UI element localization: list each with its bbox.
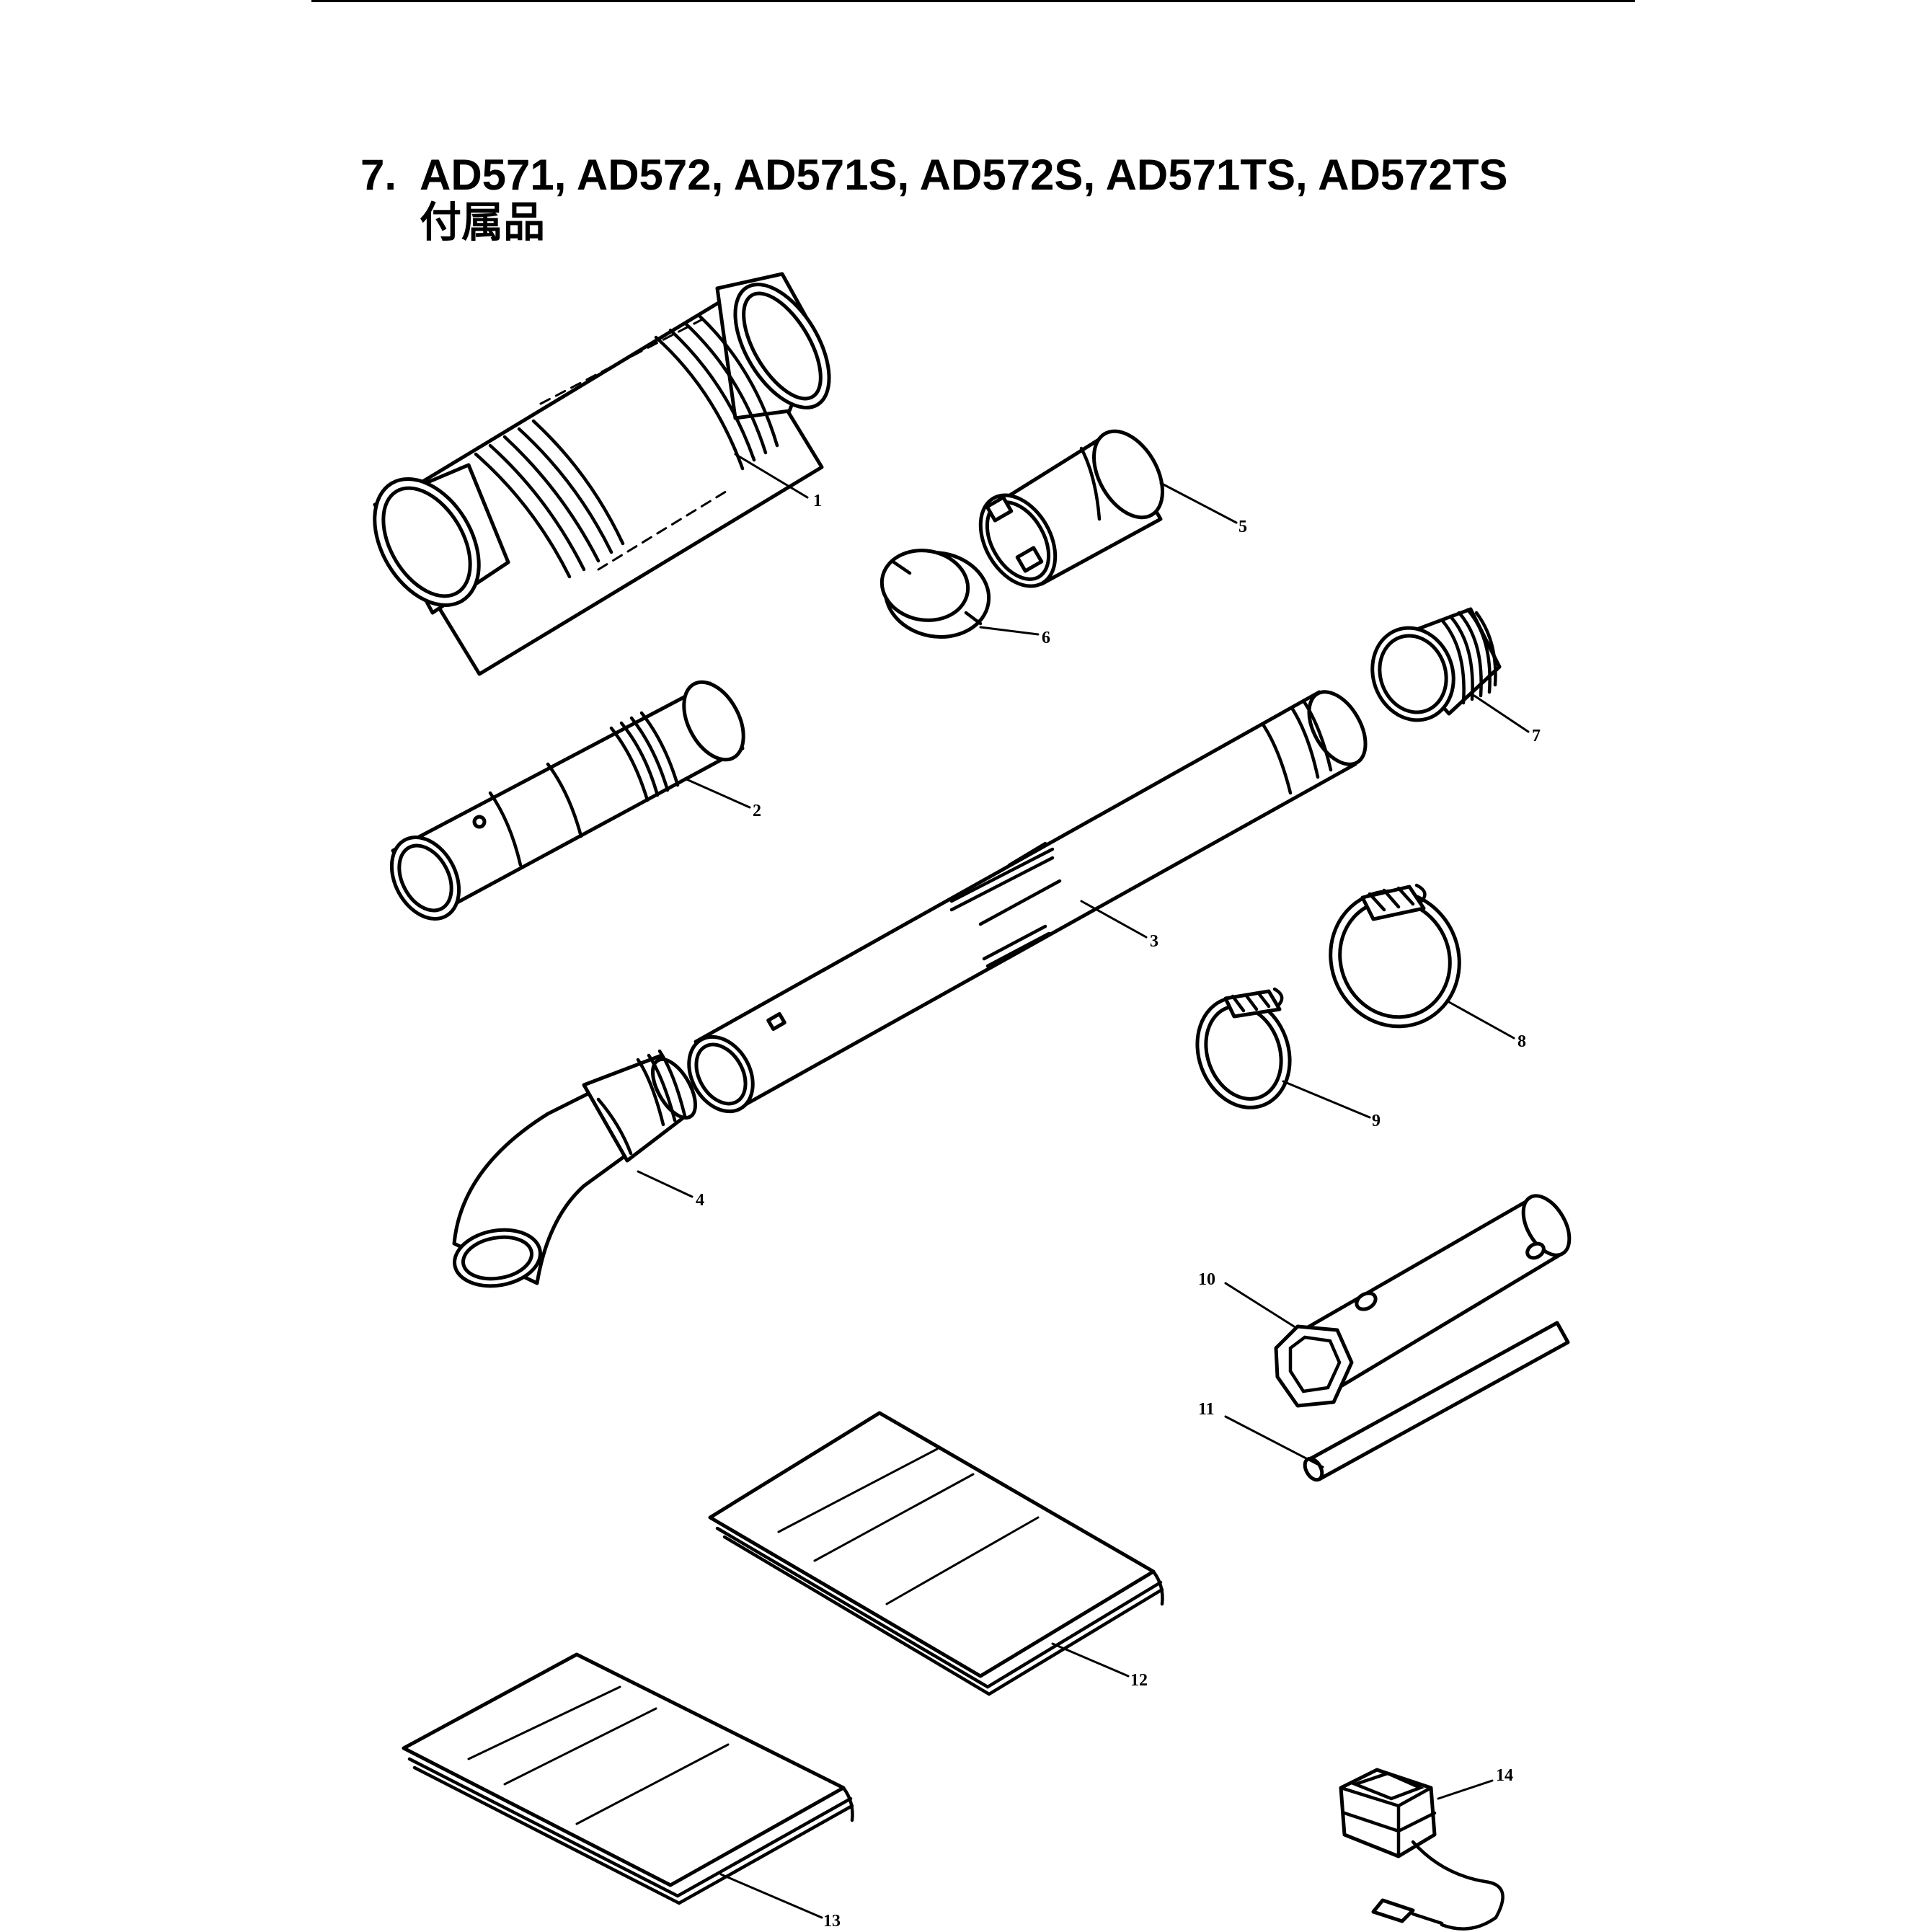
part-14-ac-adapter-icon: [1339, 1768, 1505, 1931]
callout-13: 13: [823, 1912, 841, 1931]
part-6-ring-icon: [879, 549, 991, 639]
callout-6: 6: [1042, 629, 1050, 647]
callout-11: 11: [1198, 1400, 1215, 1419]
part-7-bellows-adapter-icon: [1370, 607, 1502, 722]
callout-8: 8: [1517, 1032, 1526, 1051]
callout-4: 4: [696, 1191, 704, 1210]
section-subtitle: 付属品: [420, 199, 546, 246]
callout-1: 1: [813, 492, 822, 510]
callout-7: 7: [1532, 727, 1541, 745]
callout-10: 10: [1198, 1270, 1215, 1289]
part-12-manual-icon: [708, 1411, 1164, 1696]
part-5-nozzle-sleeve-icon: [978, 429, 1164, 588]
leader-lines: [637, 453, 1530, 1919]
callout-2: 2: [753, 802, 761, 820]
top-rule: [311, 0, 1635, 2]
part-13-manual-icon: [402, 1652, 854, 1905]
part-8-large-hose-clamp-icon: [1329, 883, 1461, 1029]
callout-3: 3: [1150, 932, 1158, 951]
part-1-flex-duct-icon: [373, 272, 831, 676]
part-3-long-pipe-icon: [687, 690, 1368, 1114]
page-heading: 7. AD571, AD572, AD571S, AD572S, AD571TS,…: [360, 151, 1508, 247]
model-list: AD571, AD572, AD571S, AD572S, AD571TS, A…: [420, 151, 1508, 199]
part-2-straight-pipe-icon: [389, 680, 745, 921]
section-number: 7.: [360, 151, 397, 199]
callout-12: 12: [1130, 1671, 1148, 1690]
part-4-elbow-pipe-icon: [452, 1049, 697, 1288]
callout-labels: 1 2 3 4 5 6 7 8 9 10 11 12 13 14: [696, 492, 1541, 1931]
callout-9: 9: [1372, 1112, 1381, 1130]
part-10-plug-wrench-icon: [1274, 1194, 1572, 1408]
part-9-small-hose-clamp-icon: [1195, 987, 1292, 1109]
callout-14: 14: [1496, 1766, 1513, 1785]
callout-5: 5: [1238, 518, 1247, 536]
